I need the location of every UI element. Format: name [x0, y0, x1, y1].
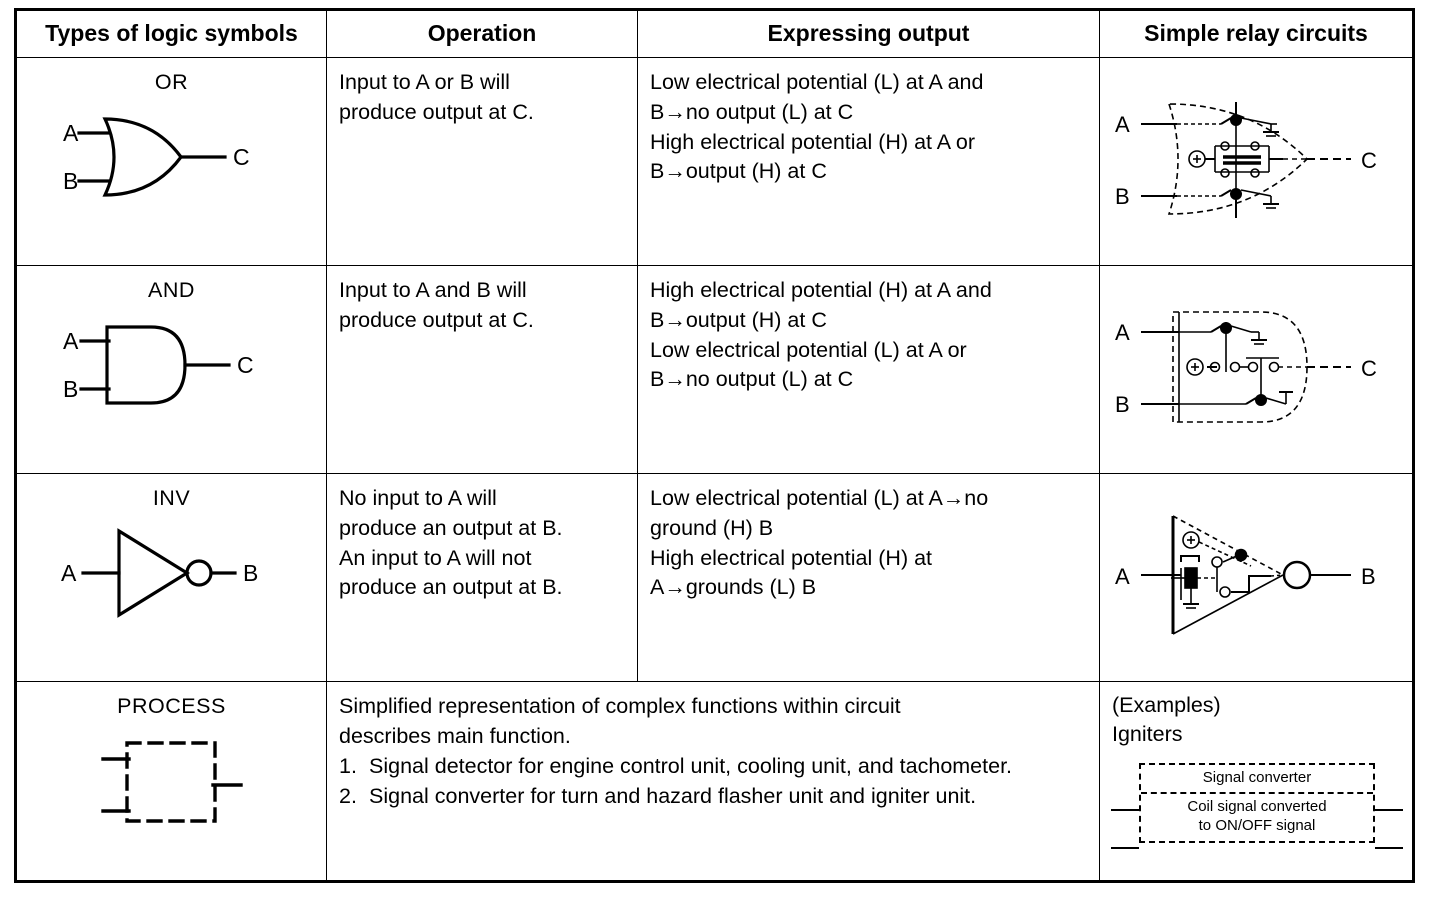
inv-relay-output-b-label: B [1361, 564, 1376, 589]
converter-lead-left-top [1111, 808, 1139, 811]
process-item-list: 1. Signal detector for engine control un… [339, 752, 1089, 811]
and-symbol-cell: AND A B C [15, 265, 327, 474]
inv-operation-line-2: produce an output at B. [339, 515, 563, 540]
inv-symbol-cell: INV A B [15, 473, 327, 682]
column-header-operation: Operation [326, 9, 638, 58]
and-output-line-1: High electrical potential (H) at A and [650, 278, 992, 302]
process-symbol-label: PROCESS [117, 694, 226, 718]
and-input-b-label: B [63, 376, 78, 402]
or-input-a-label: A [63, 120, 79, 146]
inv-operation-line-4: produce an output at B. [339, 575, 563, 600]
or-relay-circuit: A B C [1115, 102, 1377, 218]
table-row-or: OR A B C Input to A or B wi [15, 57, 1414, 266]
converter-body-line-2: to ON/OFF signal [1198, 816, 1316, 834]
inv-relay-cell: A B [1099, 473, 1414, 682]
and-output-cell: High electrical potential (H) at A and B… [637, 265, 1100, 474]
and-relay-input-b-label: B [1115, 392, 1130, 417]
and-output-line-3: Low electrical potential (L) at A or [650, 337, 967, 362]
or-output-c-label: C [233, 144, 250, 170]
and-output-c-label: C [237, 352, 254, 378]
examples-heading: (Examples) [1112, 693, 1221, 717]
and-operation-line-2: produce output at C. [339, 307, 534, 332]
or-operation-cell: Input to A or B will produce output at C… [326, 57, 638, 266]
column-header-types: Types of logic symbols [15, 9, 327, 58]
or-relay-input-b-label: B [1115, 184, 1130, 209]
inv-operation-cell: No input to A will produce an output at … [326, 473, 638, 682]
or-output-line-3: High electrical potential (H) at A or [650, 129, 976, 154]
column-header-relay-circuits: Simple relay circuits [1099, 9, 1414, 58]
process-examples-cell: (Examples) Igniters Signal converter Coi… [1099, 681, 1414, 882]
inv-output-line-1: Low electrical potential (L) at A→no [650, 486, 989, 510]
and-relay-input-a-label: A [1115, 320, 1130, 345]
inv-output-line-2: ground (H) B [650, 515, 774, 540]
inv-operation-line-3: An input to A will not [339, 545, 532, 570]
converter-body-line-1: Coil signal converted [1187, 797, 1327, 815]
inv-relay-input-a-label: A [1115, 564, 1130, 589]
table-header-row: Types of logic symbols Operation Express… [15, 9, 1414, 58]
and-output-line-2: B→output (H) at C [650, 307, 827, 332]
inv-output-b-label: B [243, 560, 258, 586]
or-input-b-label: B [63, 168, 78, 194]
converter-lead-left-bottom [1111, 846, 1139, 849]
converter-lead-right-top [1375, 808, 1403, 811]
or-relay-cell: A B C [1099, 57, 1414, 266]
process-item-text: Signal converter for turn and hazard fla… [369, 784, 977, 809]
signal-converter-block: Signal converter Coil signal converted t… [1111, 762, 1403, 849]
and-operation-line-1: Input to A and B will [339, 278, 527, 302]
process-list-item: 1. Signal detector for engine control un… [339, 752, 1089, 781]
process-intro-line-2: describes main function. [339, 724, 571, 749]
or-operation-line-1: Input to A or B will [339, 70, 510, 94]
inverter-relay-circuit: A B [1115, 515, 1376, 635]
process-symbol-cell: PROCESS [15, 681, 327, 882]
column-header-expressing-output: Expressing output [637, 9, 1100, 58]
logic-symbols-table: Types of logic symbols Operation Express… [14, 8, 1415, 883]
inv-output-line-4: A→grounds (L) B [650, 575, 817, 600]
inv-input-a-label: A [61, 560, 77, 586]
table-row-process: PROCESS Simplified representation of com… [15, 681, 1414, 882]
table-row-and: AND A B C Input to A and B [15, 265, 1414, 474]
process-description-cell: Simplified representation of complex fun… [326, 681, 1100, 882]
process-intro-line-1: Simplified representation of complex fun… [339, 694, 901, 718]
and-operation-cell: Input to A and B will produce output at … [326, 265, 638, 474]
inv-symbol-label: INV [152, 486, 191, 510]
or-gate-symbol: A B C [63, 117, 250, 197]
or-output-line-2: B→no output (L) at C [650, 99, 854, 124]
converter-lead-right-bottom [1375, 846, 1403, 849]
process-list-item: 2. Signal converter for turn and hazard … [339, 782, 1089, 811]
process-block-symbol [100, 741, 243, 823]
process-item-number: 1. [339, 754, 357, 779]
and-input-a-label: A [63, 328, 79, 354]
or-output-line-4: B→output (H) at C [650, 159, 827, 184]
and-symbol-label: AND [148, 278, 195, 302]
inverter-gate-symbol: A B [61, 528, 258, 618]
or-output-line-1: Low electrical potential (L) at A and [650, 70, 984, 94]
inv-output-cell: Low electrical potential (L) at A→no gro… [637, 473, 1100, 682]
and-relay-cell: A B C [1099, 265, 1414, 474]
inv-output-line-3: High electrical potential (H) at [650, 545, 933, 570]
and-gate-symbol: A B C [63, 325, 254, 405]
converter-title: Signal converter [1141, 765, 1373, 794]
or-operation-line-2: produce output at C. [339, 99, 534, 124]
and-output-line-4: B→no output (L) at C [650, 367, 854, 392]
or-symbol-label: OR [154, 70, 189, 94]
process-item-text: Signal detector for engine control unit,… [369, 754, 1013, 779]
process-item-number: 2. [339, 784, 357, 809]
table-row-inv: INV A B No input to A will pr [15, 473, 1414, 682]
and-relay-circuit: A B C [1115, 311, 1377, 423]
or-relay-output-c-label: C [1361, 148, 1377, 173]
examples-item-igniters: Igniters [1112, 721, 1183, 746]
or-symbol-cell: OR A B C [15, 57, 327, 266]
and-relay-output-c-label: C [1361, 356, 1377, 381]
or-relay-input-a-label: A [1115, 112, 1130, 137]
or-output-cell: Low electrical potential (L) at A and B→… [637, 57, 1100, 266]
inv-operation-line-1: No input to A will [339, 486, 497, 510]
